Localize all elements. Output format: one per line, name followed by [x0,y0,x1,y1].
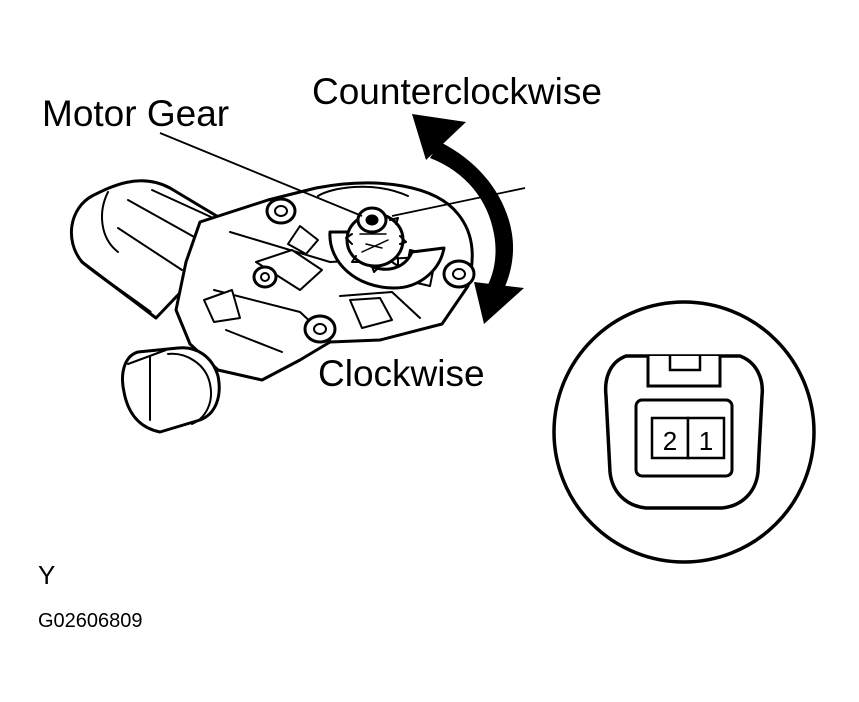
connector-pin-1-label: 1 [699,426,713,456]
rotation-arrow [412,114,524,324]
counterclockwise-arrowhead [412,114,466,160]
clockwise-arrowhead [474,282,524,324]
connector-pin-1-box [686,416,726,460]
clockwise-label: Clockwise [318,353,485,394]
motor-gear-label: Motor Gear [42,93,229,134]
view-letter: Y [38,560,55,590]
motor-gear-leader-line [159,132,363,217]
counterclockwise-label: Counterclockwise [312,71,602,112]
leader-lines [159,132,526,217]
connector-view: 2 1 [552,300,816,564]
connector-pin-2-box [650,416,690,460]
connector-pin-2-label: 2 [663,426,677,456]
gear-housing [174,181,474,382]
figure-code: G02606809 [38,610,143,632]
mounting-bosses [252,197,476,344]
motor-assembly [69,179,476,434]
motor-gear [328,206,446,290]
motor-connector-plug [121,346,221,434]
rotation-leader-line [391,187,526,217]
